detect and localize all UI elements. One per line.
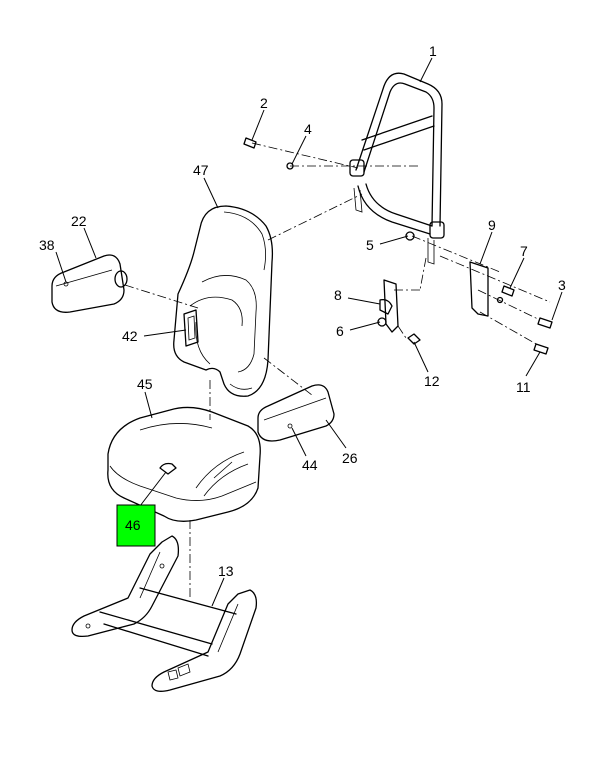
callout-11[interactable]: 11 [516,379,531,395]
callout-9[interactable]: 9 [488,217,496,233]
assembly-lines [124,142,551,600]
callout-26[interactable]: 26 [342,450,358,466]
callout-2[interactable]: 2 [260,95,268,111]
callout-1[interactable]: 1 [429,43,437,59]
callout-labels: 1 2 3 4 5 6 7 8 9 11 12 13 22 26 38 42 4… [39,43,566,579]
seat-frame-part [71,535,258,692]
highlight-box-46[interactable] [116,504,156,547]
callout-7[interactable]: 7 [520,243,528,259]
callout-38[interactable]: 38 [39,237,55,253]
back-frame-part [349,72,445,265]
callout-45[interactable]: 45 [137,376,153,392]
seat-back-cushion-part [173,205,274,397]
callout-44[interactable]: 44 [302,457,318,473]
hardware-parts [243,137,553,355]
callout-8[interactable]: 8 [334,287,342,303]
callout-13[interactable]: 13 [218,563,234,579]
callout-47[interactable]: 47 [193,162,209,178]
callout-6[interactable]: 6 [336,323,344,339]
seat-cushion-part [107,406,261,522]
left-armrest-part [51,254,128,313]
right-armrest-part [257,384,335,442]
callout-4[interactable]: 4 [304,121,312,137]
callout-46[interactable]: 46 [125,517,141,533]
callout-3[interactable]: 3 [558,277,566,293]
callout-12[interactable]: 12 [424,373,440,389]
callout-5[interactable]: 5 [366,237,374,253]
callout-42[interactable]: 42 [122,328,138,344]
leader-lines [55,57,563,607]
callout-22[interactable]: 22 [71,213,87,229]
